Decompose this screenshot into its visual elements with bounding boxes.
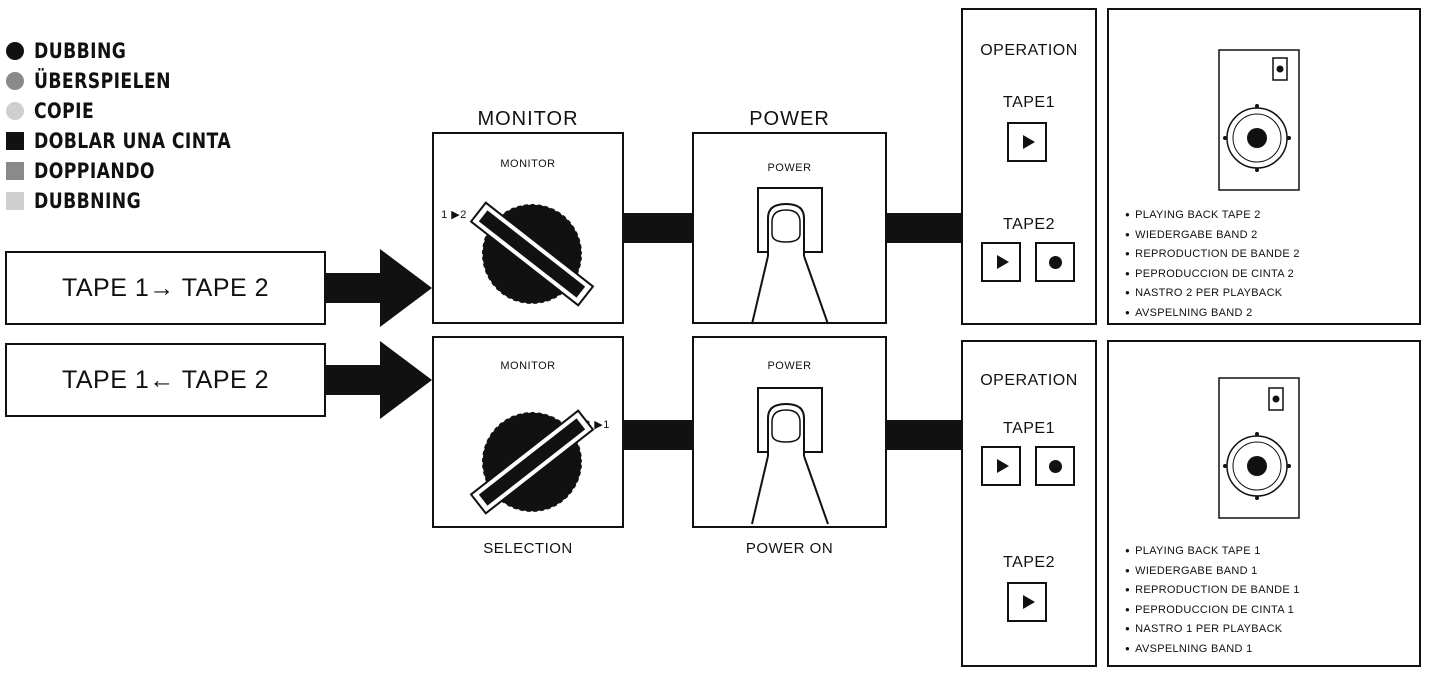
tape2-play-button[interactable] [981,242,1021,282]
result-item: REPRODUCTION DE BANDE 2 [1125,245,1300,265]
result-item: PEPRODUCCION DE CINTA 2 [1125,265,1300,285]
legend-circle-black [6,42,24,60]
legend-label: DOBLAR UNA CINTA [34,129,232,153]
result-panel-row2: PLAYING BACK TAPE 1 WIEDERGABE BAND 1 RE… [1107,340,1421,667]
result-item: AVSPELNING BAND 1 [1125,640,1300,660]
operation-title: OPERATION [980,372,1078,389]
result-item: PLAYING BACK TAPE 2 [1125,206,1300,226]
result-item: PLAYING BACK TAPE 1 [1125,542,1300,562]
finger-press-icon [751,187,829,325]
right-arrow-icon [326,341,432,419]
legend-label: COPIE [34,99,95,123]
selection-label: SELECTION [483,540,573,557]
legend-item-dubbing: DUBBING [6,36,274,66]
direction-label-tape1-to-tape2: TAPE 1→ TAPE 2 [5,251,326,325]
operation-panel-row1: OPERATION TAPE1 TAPE2 [961,8,1097,325]
legend: DUBBING ÜBERSPIELEN COPIE DOBLAR UNA CIN… [6,36,274,216]
monitor-dial-icon [469,201,595,307]
result-list: PLAYING BACK TAPE 2 WIEDERGABE BAND 2 RE… [1125,206,1300,323]
monitor-panel-label: MONITOR [500,158,556,170]
legend-square-black [6,132,24,150]
result-item: REPRODUCTION DE BANDE 1 [1125,581,1300,601]
legend-square-grey [6,162,24,180]
play-icon [996,459,1009,473]
monitor-header: MONITOR [477,108,579,130]
tape1-label: TAPE1 [1003,420,1055,437]
legend-item-copie: COPIE [6,96,274,126]
legend-circle-grey [6,72,24,90]
tape1-record-button[interactable] [1035,446,1075,486]
monitor-panel-row2: MONITOR 2 ▶1 [432,336,624,528]
direction-label-tape2-to-tape1: TAPE 1← TAPE 2 [5,343,326,417]
result-item: WIEDERGABE BAND 1 [1125,562,1300,582]
tape2-label: TAPE2 [1003,216,1055,233]
tape2-record-button[interactable] [1035,242,1075,282]
tape1-label: TAPE1 [1003,94,1055,111]
legend-item-dubbning: DUBBNING [6,186,274,216]
connector-bar [887,420,961,450]
power-panel-row2: POWER [692,336,887,528]
legend-item-uberspielen: ÜBERSPIELEN [6,66,274,96]
tape1-play-button[interactable] [981,446,1021,486]
legend-circle-light [6,102,24,120]
dial-setting-label: 1 ▶2 [441,209,467,221]
legend-label: DUBBNING [34,189,142,213]
monitor-dial-icon [469,409,595,515]
play-icon [1022,135,1035,149]
play-icon [1022,595,1035,609]
legend-label: DUBBING [34,39,127,63]
legend-label: DOPPIANDO [34,159,155,183]
finger-press-icon [751,387,829,525]
result-item: WIEDERGABE BAND 2 [1125,226,1300,246]
play-icon [996,255,1009,269]
power-panel-label: POWER [767,360,812,372]
result-item: PEPRODUCCION DE CINTA 1 [1125,601,1300,621]
tape2-play-button[interactable] [1007,582,1047,622]
result-item: NASTRO 2 PER PLAYBACK [1125,284,1300,304]
tape1-play-button[interactable] [1007,122,1047,162]
result-item: AVSPELNING BAND 2 [1125,304,1300,324]
result-item: NASTRO 1 PER PLAYBACK [1125,620,1300,640]
power-panel-label: POWER [767,162,812,174]
record-icon [1048,459,1062,473]
connector-bar [887,213,961,243]
cassette-deck-icon [1218,377,1300,519]
result-panel-row1: PLAYING BACK TAPE 2 WIEDERGABE BAND 2 RE… [1107,8,1421,325]
record-icon [1048,255,1062,269]
power-panel-row1: POWER [692,132,887,325]
power-header: POWER [749,108,830,130]
power-on-label: POWER ON [745,540,834,557]
connector-bar [624,213,692,243]
connector-bar [624,420,692,450]
operation-panel-row2: OPERATION TAPE1 TAPE2 [961,340,1097,667]
tape2-label: TAPE2 [1003,554,1055,571]
legend-label: ÜBERSPIELEN [34,69,171,93]
monitor-panel-row1: MONITOR 1 ▶2 [432,132,624,324]
result-list: PLAYING BACK TAPE 1 WIEDERGABE BAND 1 RE… [1125,542,1300,659]
operation-title: OPERATION [980,42,1078,59]
right-arrow-icon [326,249,432,327]
legend-item-doblar: DOBLAR UNA CINTA [6,126,274,156]
monitor-panel-label: MONITOR [500,360,556,372]
legend-item-doppiando: DOPPIANDO [6,156,274,186]
cassette-deck-icon [1218,49,1300,191]
legend-square-light [6,192,24,210]
